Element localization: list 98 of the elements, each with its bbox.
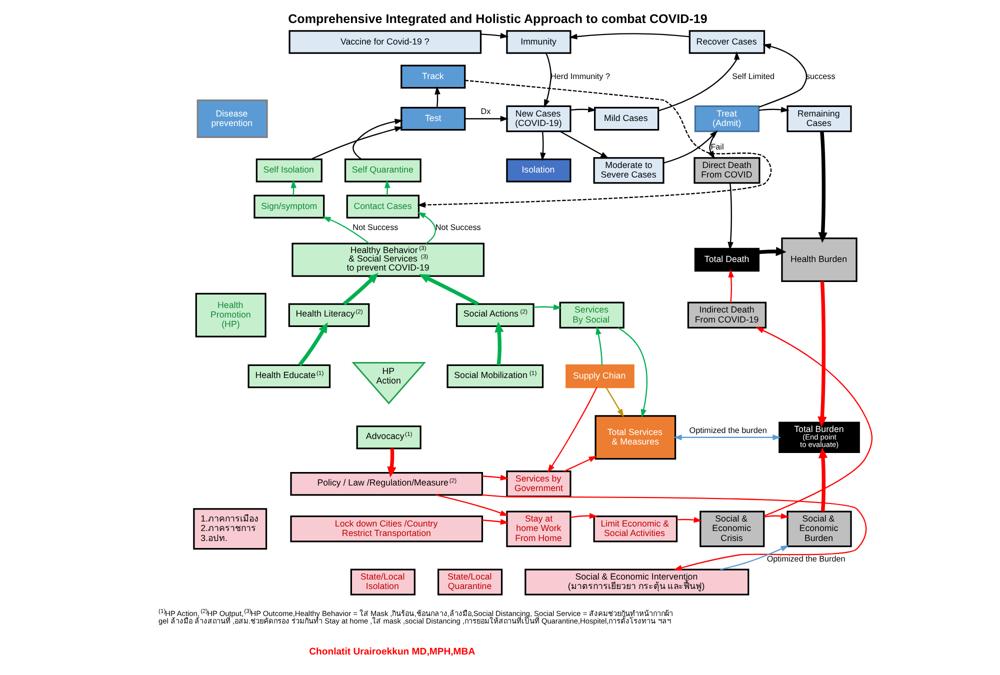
node-box: Limit Economic & Social Activities [593,516,678,542]
arrow [568,33,690,40]
arrow [818,131,828,243]
arrow [674,434,781,440]
node-box: Remaining Cases [786,105,852,132]
node-box: Social Mobilization$^{(1)}$ [446,364,544,388]
node-box: Sign/symptom [254,194,325,219]
arrow [564,456,598,472]
edge-label: Fail [710,142,724,152]
node-box: Test [400,106,466,131]
node-box: Lock down Cities /Country Restrict Transportation [290,516,484,542]
node-box: Moderate to Severe Cases [593,157,664,184]
arrow [384,180,390,196]
node-box: Self Quarantine [344,158,422,182]
arrow [417,80,772,208]
node-box: Social & Economic Intervention (มาตรการเยียวยา กระตุ้น และฟื้นฟู) [524,568,750,596]
arrow [544,53,552,108]
arrow [720,545,789,570]
node-box: Track [400,64,466,89]
node-box: Social & Economic Burden [786,510,852,548]
node-box: Health Promotion (HP) [195,292,266,338]
node-box: Social Actions$^{(2)}$ [456,303,534,328]
edge-label: Not Success [352,223,398,232]
node-box: Mild Cases [594,106,660,131]
node-box: Isolation [506,158,572,182]
arrow [560,130,609,159]
arrow [606,387,624,418]
arrow [310,126,404,160]
node-box: Contact Cases [346,194,420,219]
node-box: Immunity [506,30,572,54]
arrow [480,32,509,39]
arrow [298,322,328,366]
node-box: Advocacy$^{(1)}$ [356,425,422,450]
arrow [387,448,396,478]
node-box: Stay at home Work From Home [506,510,572,548]
arrow [758,106,790,112]
arrow [570,513,598,519]
arrow [322,216,370,244]
arrow [547,387,598,473]
node-box: Services By Social [559,302,624,329]
edge-label: Optimized the Burden [766,554,846,564]
node-box: Self Isolation [256,158,322,182]
node-box: Direct Death From COVID [694,157,760,184]
label: Chonlatit Urairoekkun MD,MPH,MBA [309,646,476,658]
node-box: Total Services & Measures [594,415,676,460]
arrow [658,51,740,112]
edge-label: Self Limited [732,72,775,81]
node-box: Services by Government [506,470,572,498]
label: $^{(1)}$HP Action,$^{(2)}$HP Output,$^{(3)}$HP Outcome,Healthy Behavior = ใส่ Mask ,กินร้อน,ช้อนกลาง,ล้างมือ,Social Distancing, Social Service = สังคมช่วยกันทำหน้ากากผ้า gel ล้างมือ ล้างสถานที่ ,อสม.ช่วยคัดกรอง ร่วมกันทำ Stay at home ,ใส่ mask ,social Distancing ,การยอมให้สถานที่เป็นที่ Quarantine,Hospitel,การตั้งโรงทาน ฯลฯ [158,609,674,626]
arrow [708,131,718,160]
node-box: Disease prevention [196,100,268,138]
arrow [418,274,479,306]
node-box: Healthy Behavior$^{(3)}$ & Social Services $^{(3)}$ to prevent COVID-19 [292,242,485,277]
node-box: Treat (Admit) [694,105,760,132]
arrow [494,322,504,366]
arrow [676,517,702,523]
arrow [540,131,546,162]
node-box: Indirect Death From COVID-19 [687,302,767,329]
arrow [436,494,508,516]
node-box: Health Educate$^{(1)}$ [248,364,331,388]
node-box: Social & Economic Crisis [700,510,765,548]
edge-label: Dx [480,107,491,116]
node-box: State/Local Isolation [350,568,416,596]
arrow [756,327,872,517]
arrow [728,182,734,250]
arrow [758,246,786,256]
node-box: Recover Cases [688,30,766,54]
arrow [434,86,440,108]
edge-label: Optimized the burden [689,426,767,435]
arrow [465,116,509,122]
node-box: Health Literacy$^{(2)}$ [288,303,370,328]
arrow [482,518,509,525]
edge-label: Not Success [435,223,481,232]
arrow [818,281,827,428]
diagram-title: Comprehensive Integrated and Holistic Approach to combat COVID-19 [288,12,708,26]
arrow [764,513,790,519]
arrow [664,130,718,164]
arrow [596,326,603,366]
node-box: 1.ภาคการเมือง 2.ภาคราชการ 3.อปท. [193,508,268,550]
node-box: Policy / Law /Regulation/Measure$^{(2)}$ [290,472,484,496]
node-box: State/Local Quarantine [437,568,503,596]
arrow [342,272,378,306]
arrow [818,448,828,512]
arrow [570,106,596,112]
arrow [728,269,734,303]
arrow [758,44,808,108]
arrow [352,118,404,160]
arrow [482,474,509,480]
node-box: Total Death [694,248,760,272]
node-box: Vaccine for Covid-19 ? [288,30,482,54]
node-box: Health Burden [781,238,858,282]
arrow [534,304,562,310]
node-box: Supply Chian [566,364,634,388]
arrow [618,327,648,418]
node-box: Total Burden (End point to evaluate) [778,422,860,453]
arrow [482,494,867,571]
arrow [417,212,436,244]
node-box: New Cases (COVID-19) [506,105,572,132]
